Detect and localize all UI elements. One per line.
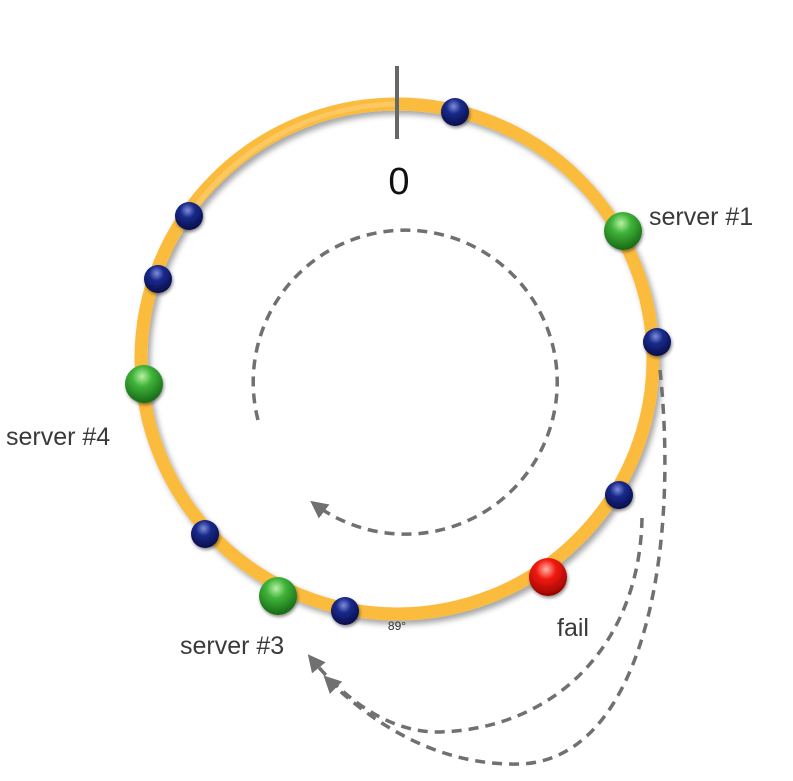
key-node <box>331 597 359 625</box>
server-4-label: server #4 <box>6 423 110 451</box>
hash-ring-highlight <box>177 101 398 232</box>
clockwise-direction-arrow <box>251 228 559 536</box>
degree-label: 89° <box>388 619 406 633</box>
key-node <box>144 265 172 293</box>
server-1-label: server #1 <box>649 203 753 231</box>
reroute-arrow-outer <box>323 369 667 766</box>
reroute-arrow-inner <box>307 517 644 734</box>
key-node <box>175 202 203 230</box>
server-3-label: server #3 <box>180 632 284 660</box>
server-node-1 <box>604 212 642 250</box>
failed-server-node <box>529 558 567 596</box>
server-node-3 <box>259 577 297 615</box>
key-node <box>191 520 219 548</box>
key-node <box>605 481 633 509</box>
key-node <box>441 98 469 126</box>
server-node-4 <box>125 365 163 403</box>
key-nodes <box>144 98 671 625</box>
key-node <box>643 328 671 356</box>
fail-label: fail <box>557 614 589 642</box>
server-nodes <box>125 212 642 615</box>
zero-label: 0 <box>388 161 409 203</box>
